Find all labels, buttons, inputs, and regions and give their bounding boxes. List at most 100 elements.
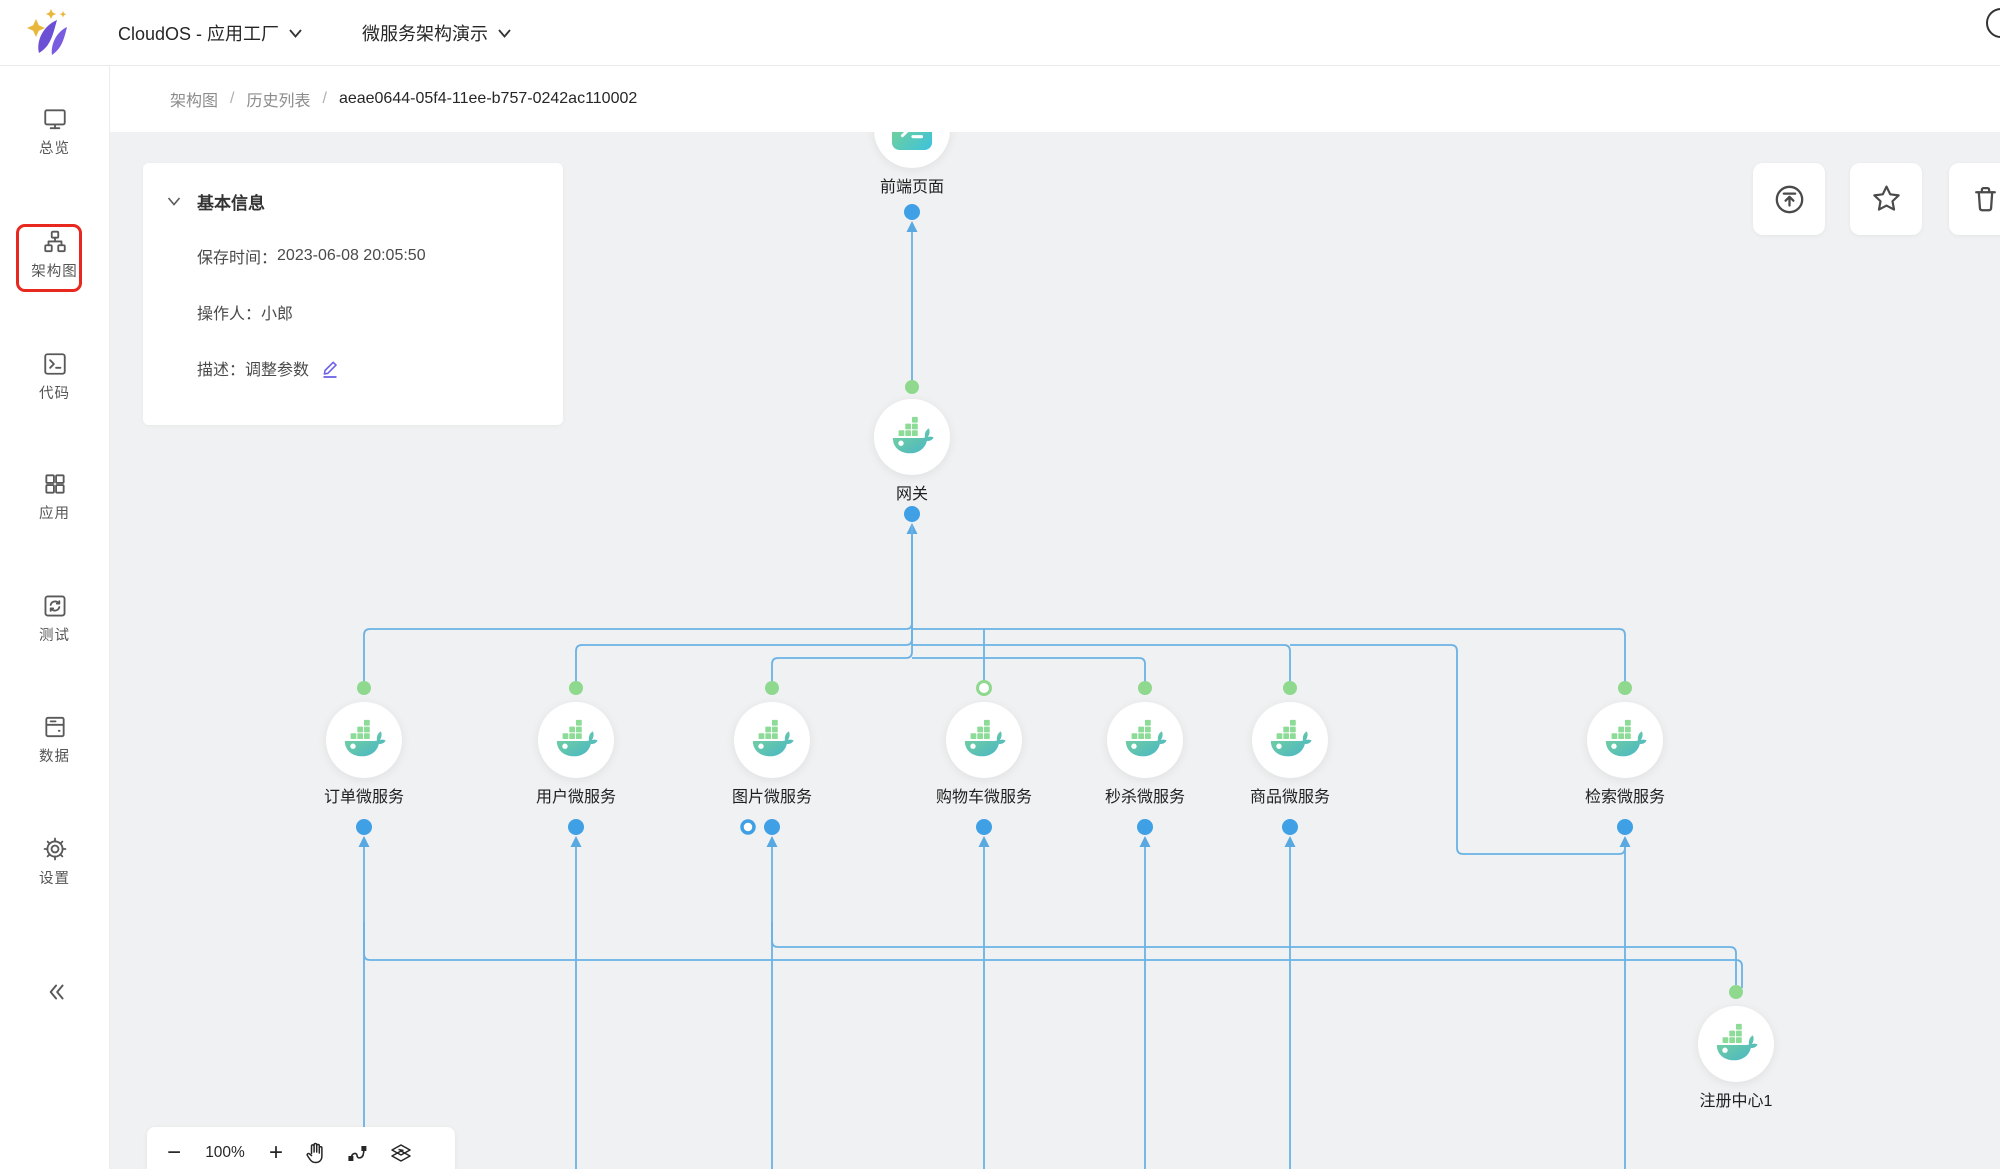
terminal-icon	[43, 353, 66, 375]
port-blue	[904, 506, 920, 522]
port-green	[1618, 681, 1632, 695]
edge-order-to-gateway	[363, 525, 913, 688]
sidebar-item-label: 架构图	[31, 264, 78, 280]
docker-whale-icon	[553, 719, 599, 761]
edge-seckill-to-gateway	[912, 657, 1146, 688]
docker-whale-icon	[341, 719, 387, 761]
node-label-registry: 注册中心1	[1699, 1093, 1773, 1110]
sidebar-item-label: 设置	[39, 871, 70, 887]
sidebar-item-settings[interactable]: 设置	[0, 836, 109, 888]
port-blue	[764, 819, 780, 835]
edge-arrowhead	[1619, 836, 1631, 847]
breadcrumb-item: aeae0644-05f4-11ee-b757-0242ac110002	[338, 90, 638, 107]
grid-icon	[44, 474, 65, 494]
zoom-in-button[interactable]: +	[269, 1139, 284, 1166]
panel-title: 基本信息	[197, 194, 265, 213]
delete-button[interactable]	[1949, 163, 2000, 235]
sidebar-collapse-button[interactable]	[0, 979, 109, 1005]
node-label-goods: 商品微服务	[1249, 789, 1331, 806]
info-row-value: 小郎	[261, 306, 294, 323]
edge-lower-bus-to-registry	[363, 922, 1743, 988]
breadcrumb-item[interactable]: 历史列表	[246, 93, 311, 110]
node-label-seckill: 秒杀微服务	[1104, 789, 1186, 806]
node-image[interactable]	[734, 702, 810, 778]
edit-description-button[interactable]	[321, 358, 339, 378]
node-user[interactable]	[538, 702, 614, 778]
product-switcher-label: CloudOS - 应用工厂	[118, 23, 280, 44]
sidebar-item-data[interactable]: 数据	[0, 714, 109, 766]
sidebar-item-architecture[interactable]: 架构图	[0, 229, 109, 281]
panel-collapse-toggle[interactable]: 基本信息	[167, 189, 539, 214]
node-gateway[interactable]	[874, 399, 950, 475]
edge-arrowhead	[1139, 836, 1151, 847]
project-switcher[interactable]: 微服务架构演示	[362, 20, 511, 46]
sidebar-item-apps[interactable]: 应用	[0, 471, 109, 523]
sidebar-item-label: 数据	[39, 749, 70, 765]
double-chevron-left-icon	[49, 984, 64, 1000]
port-blue	[904, 204, 920, 220]
node-seckill[interactable]	[1107, 702, 1183, 778]
info-row-label: 保存时间：	[197, 250, 278, 267]
product-switcher[interactable]: CloudOS - 应用工厂	[118, 20, 302, 46]
port-green	[765, 681, 779, 695]
breadcrumb-separator: /	[230, 90, 235, 107]
edge-arrowhead	[978, 836, 990, 847]
sidebar-item-test[interactable]: 测试	[0, 593, 109, 645]
port-blue	[1137, 819, 1153, 835]
docker-whale-icon	[1122, 719, 1168, 761]
user-avatar[interactable]	[1986, 8, 2000, 38]
breadcrumb: 架构图 / 历史列表 / aeae0644-05f4-11ee-b757-0242ac1…	[110, 66, 2000, 132]
node-label-frontend: 前端页面	[879, 179, 945, 196]
breadcrumb-separator: /	[322, 90, 327, 107]
node-search[interactable]	[1587, 702, 1663, 778]
gear-icon	[43, 837, 66, 861]
edge-arrowhead	[358, 836, 370, 847]
sidebar-item-code[interactable]: 代码	[0, 351, 109, 403]
sidebar-item-label: 应用	[39, 506, 70, 522]
info-row-value: 2023-06-08 20:05:50	[277, 247, 426, 264]
sitemap-icon	[43, 230, 66, 253]
monitor-icon	[43, 109, 66, 130]
port-blue	[1617, 819, 1633, 835]
info-row: 保存时间：2023-06-08 20:05:50	[197, 244, 539, 268]
node-label-gateway: 网关	[895, 486, 929, 503]
hand-icon	[306, 1142, 323, 1164]
sidebar-item-label: 测试	[39, 628, 70, 644]
edge-image-to-gateway	[771, 525, 913, 688]
sidebar-item-overview[interactable]: 总览	[0, 106, 109, 158]
connector-tool-button[interactable]	[347, 1142, 369, 1164]
node-label-image: 图片微服务	[731, 789, 813, 806]
favorite-button[interactable]	[1850, 163, 1922, 235]
node-label-cart: 购物车微服务	[935, 789, 1033, 806]
fit-view-button[interactable]	[390, 1142, 412, 1164]
layers-icon	[391, 1144, 411, 1162]
port-blue	[976, 819, 992, 835]
node-order[interactable]	[326, 702, 402, 778]
trash-icon	[1974, 186, 1996, 211]
pan-tool-button[interactable]	[304, 1142, 326, 1164]
edge-arrowhead	[766, 836, 778, 847]
port-green	[1729, 985, 1743, 999]
port-blue-hollow	[740, 819, 756, 835]
edge-arrowhead	[570, 836, 582, 847]
publish-button[interactable]	[1753, 163, 1825, 235]
node-label-search: 检索微服务	[1584, 789, 1666, 806]
node-goods[interactable]	[1252, 702, 1328, 778]
upload-circle-icon	[1775, 185, 1803, 213]
info-row: 操作人：小郎	[197, 300, 539, 324]
node-registry[interactable]	[1698, 1006, 1774, 1082]
port-blue	[1282, 819, 1298, 835]
node-cart[interactable]	[946, 702, 1022, 778]
chevron-down-icon	[289, 29, 302, 38]
port-green	[1138, 681, 1152, 695]
zoom-level: 100%	[205, 1144, 245, 1161]
edge-layer	[356, 204, 1743, 1169]
info-row-label: 操作人：	[197, 306, 262, 323]
edge-arrowhead	[1284, 836, 1296, 847]
zoom-out-button[interactable]: −	[167, 1139, 182, 1166]
edge-arrowhead	[906, 221, 918, 232]
edit-pencil-icon	[323, 361, 337, 378]
sidebar-item-label: 代码	[39, 386, 70, 402]
breadcrumb-item[interactable]: 架构图	[170, 93, 219, 110]
